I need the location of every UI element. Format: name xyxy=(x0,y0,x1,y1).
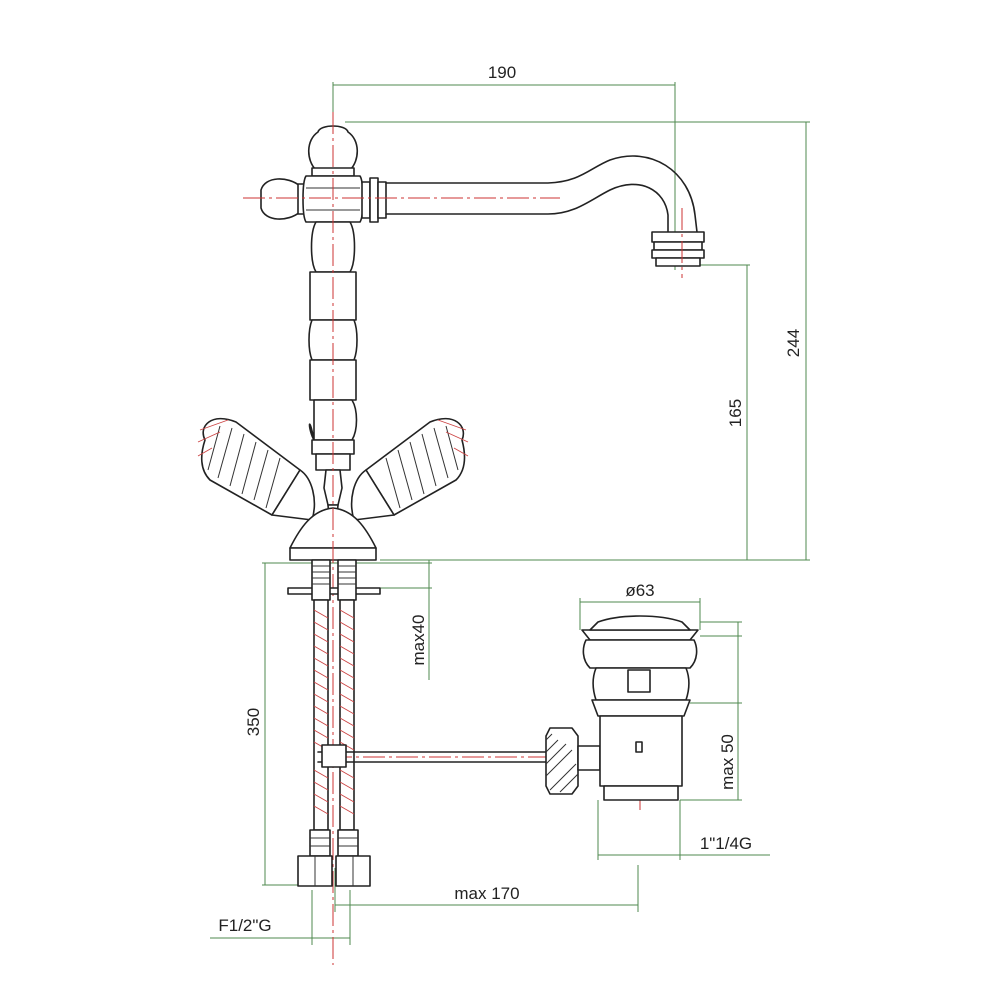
right-handle xyxy=(350,417,469,521)
dimension-labels: 190 244 165 max40 350 ø63 max 50 1"1/4G … xyxy=(218,63,803,935)
label-max170: max 170 xyxy=(454,884,519,903)
label-max40: max40 xyxy=(409,614,428,665)
faucet xyxy=(197,125,705,561)
label-165: 165 xyxy=(726,399,745,427)
aerator xyxy=(651,231,705,243)
label-350: 350 xyxy=(244,708,263,736)
label-244: 244 xyxy=(784,329,803,357)
label-190: 190 xyxy=(488,63,516,82)
pop-up-waste xyxy=(317,615,699,801)
label-waste-thread: 1"1/4G xyxy=(700,834,752,853)
label-waste-diameter: ø63 xyxy=(625,581,654,600)
side-knob xyxy=(260,178,301,220)
spout xyxy=(385,155,698,233)
waste-plug xyxy=(581,629,699,641)
dimension-lines xyxy=(210,82,810,945)
left-handle xyxy=(197,417,316,521)
mounting-and-hoses xyxy=(287,559,381,887)
label-max50: max 50 xyxy=(718,734,737,790)
label-inlet-thread: F1/2"G xyxy=(218,916,271,935)
